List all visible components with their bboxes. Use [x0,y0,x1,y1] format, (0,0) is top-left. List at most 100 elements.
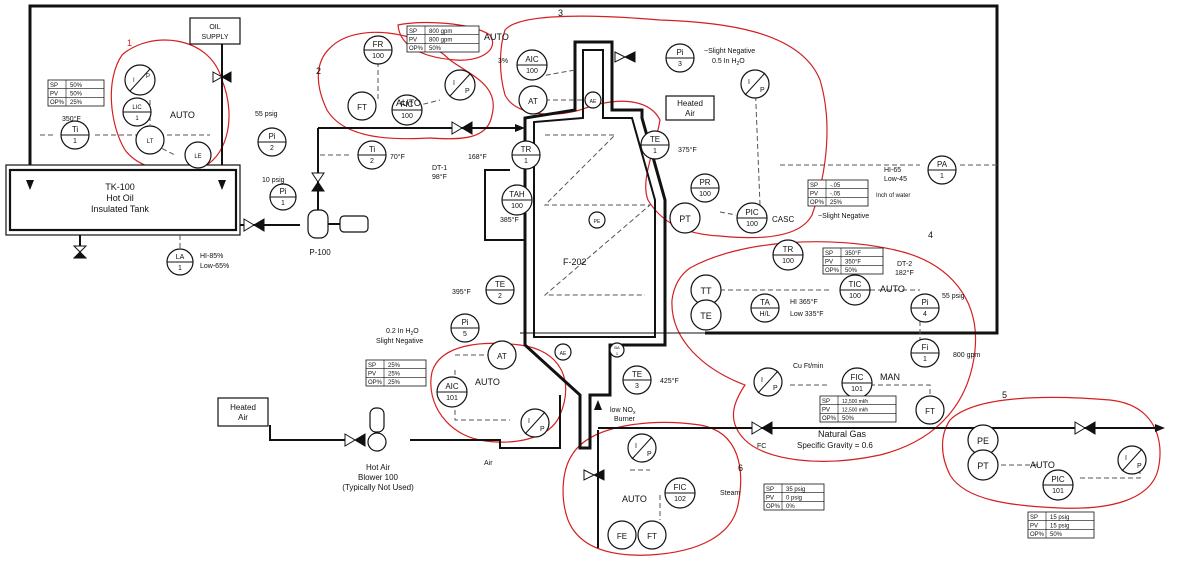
svg-text:SP: SP [766,487,774,493]
svg-text:100: 100 [782,258,794,265]
svg-text:OP%: OP% [368,380,383,386]
pt-gas: PT [967,449,999,481]
annotation-loop-4 [671,241,977,462]
svg-text:100: 100 [526,68,538,75]
svg-text:I: I [133,78,135,84]
heated-air-top-outline [665,95,715,121]
svg-text:15 psig: 15 psig [1050,515,1069,521]
pt-furnace: PT [669,202,701,234]
la-1: LA1 [166,248,194,276]
svg-text:OP%: OP% [766,504,781,510]
svg-text:LIC: LIC [132,105,142,111]
svg-text:Ti: Ti [369,145,376,154]
oil-supply-outline [189,17,241,45]
svg-text:SP: SP [822,399,830,405]
svg-text:P: P [773,385,778,392]
heated-air-top-box: Heated Air [665,95,715,121]
arrow-tank-inlet-right [218,180,226,190]
svg-text:SP: SP [368,363,376,369]
svg-text:AE: AE [560,351,567,357]
tt: TT [690,274,722,306]
svg-text:12,500 mł/h: 12,500 mł/h [842,399,868,405]
furnace-inner-wall [533,49,656,338]
svg-text:TE: TE [632,370,642,379]
blower-label-3: (Typically Not Used) [342,483,414,492]
label-steam: Steam [720,490,740,497]
arrow-tank-inlet-left [26,180,34,190]
blower-valve [344,433,366,447]
annotation-number-4: 4 [928,230,933,240]
sig-pic100 [719,79,761,216]
label-low65: Low-65% [200,263,229,270]
svg-text:OP%: OP% [50,100,65,106]
ip-transducer-4: IP [520,408,550,438]
svg-text:AT: AT [528,97,538,106]
label-man: MAN [880,372,900,382]
le: LE [184,141,212,169]
svg-text:I: I [528,418,530,425]
label-350f: 350°F [62,115,81,123]
svg-text:4: 4 [923,311,927,318]
svg-text:25%: 25% [388,363,401,369]
label-dt2: DT-2 [897,261,912,268]
label-inch-water: Inch of water [876,193,910,199]
pi-3: Pi3 [665,43,695,73]
svg-text:Pi: Pi [461,318,468,327]
faceplate-pic100: SP-.05 PV-.05 OP%25% [807,179,869,207]
ip-transducer-1: IP [124,64,156,96]
svg-text:800 gpm: 800 gpm [429,38,452,44]
tank-label-2: Hot Oil [106,193,134,203]
gas-control-valve [751,421,773,435]
pump-motor [339,215,369,233]
label-168f: 168°F [468,153,487,161]
annotation-loop-6 [562,421,742,556]
furnace-coil [543,134,652,296]
svg-text:FT: FT [357,103,367,112]
svg-text:1: 1 [653,148,657,155]
svg-text:25%: 25% [830,200,843,206]
svg-text:OP%: OP% [822,416,837,422]
svg-text:OP%: OP% [825,268,840,274]
svg-text:P: P [146,74,150,80]
svg-text:PV: PV [766,496,774,502]
svg-text:FE: FE [617,532,627,541]
fe-steam: FE [607,520,637,550]
svg-text:101: 101 [1052,488,1064,495]
svg-text:1: 1 [616,351,619,356]
valves [72,51,1096,481]
label-auto-1: AUTO [170,110,195,120]
svg-text:Pi: Pi [279,187,286,196]
label-slight-neg-1: ~Slight Negative [704,48,755,55]
svg-text:I: I [453,80,455,87]
sig-fic102 [630,469,661,520]
svg-text:P: P [647,451,652,458]
ti-1: Ti1 [60,120,90,150]
at-bottom: AT [487,340,517,370]
svg-text:50%: 50% [1050,532,1063,538]
blower-body [367,432,387,452]
ip-transducer-7: IP [627,433,657,463]
label-air: Air [484,460,493,467]
heated-air-top-label-2: Air [685,109,695,118]
blower-tank [369,407,385,433]
label-low335: Low 335°F [790,310,824,318]
annotation-number-2: 2 [316,66,321,76]
svg-text:35 psig: 35 psig [786,487,805,493]
svg-text:P: P [465,88,470,95]
label-dt1-1: DT-1 [432,165,447,172]
svg-text:50%: 50% [70,83,83,89]
flow-arrows [26,124,1165,432]
svg-text:25%: 25% [388,380,401,386]
ip-transducer-3: IP [740,69,770,99]
annotation-number-6: 6 [738,463,743,473]
svg-text:PV: PV [822,408,830,414]
annotation-number-1: 1 [127,38,132,48]
damper-valve-stack [614,51,636,63]
svg-text:AE: AE [590,99,597,105]
svg-text:SP: SP [50,83,58,89]
